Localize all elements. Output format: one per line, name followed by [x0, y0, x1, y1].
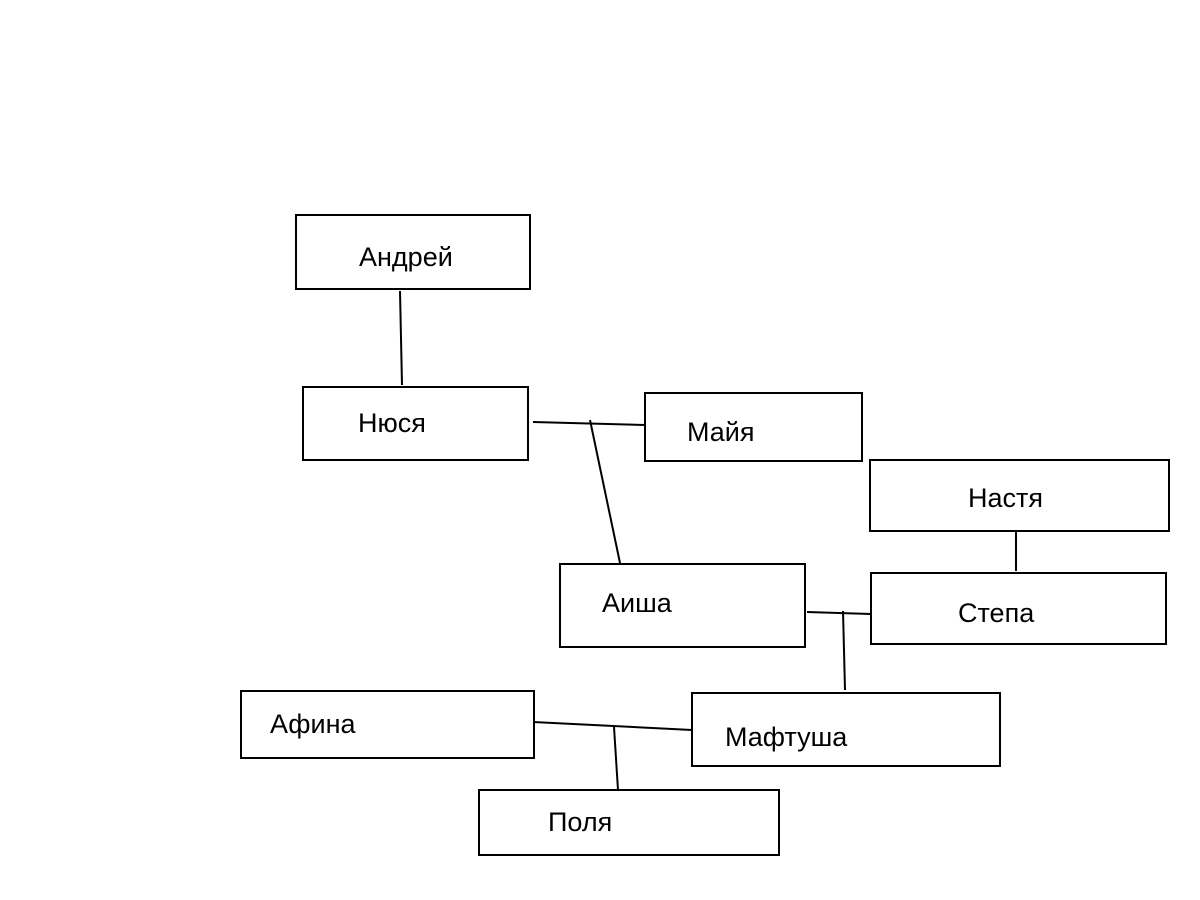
connector-afina-maftusha	[532, 721, 693, 731]
connector-nyusya-mayya	[532, 421, 646, 426]
connector-andrey-nyusya	[399, 290, 403, 386]
person-name: Афина	[270, 709, 356, 739]
person-node-stepa: Степа	[870, 572, 1167, 645]
person-name: Степа	[958, 598, 1035, 628]
person-name: Аиша	[602, 588, 672, 618]
person-name: Нюся	[358, 408, 426, 438]
person-name: Настя	[968, 483, 1044, 513]
connector-aisha-stepa	[806, 611, 872, 615]
person-node-andrey: Андрей	[295, 214, 531, 290]
person-node-polya: Поля	[478, 789, 780, 856]
connector-nyusya-mayya-to-aisha	[589, 419, 621, 564]
connector-afina-maftusha-to-polya	[613, 726, 619, 791]
person-node-mayya: Майя	[644, 392, 863, 462]
person-node-nastya: Настя	[869, 459, 1170, 532]
person-name: Майя	[687, 417, 755, 447]
person-node-maftusha: Мафтуша	[691, 692, 1001, 767]
connector-aisha-stepa-to-maftusha	[842, 610, 846, 691]
person-name: Андрей	[359, 242, 453, 272]
person-node-afina: Афина	[240, 690, 535, 759]
person-node-nyusya: Нюся	[302, 386, 529, 461]
person-name: Поля	[548, 807, 613, 837]
person-name: Мафтуша	[725, 722, 848, 752]
person-node-aisha: Аиша	[559, 563, 806, 648]
